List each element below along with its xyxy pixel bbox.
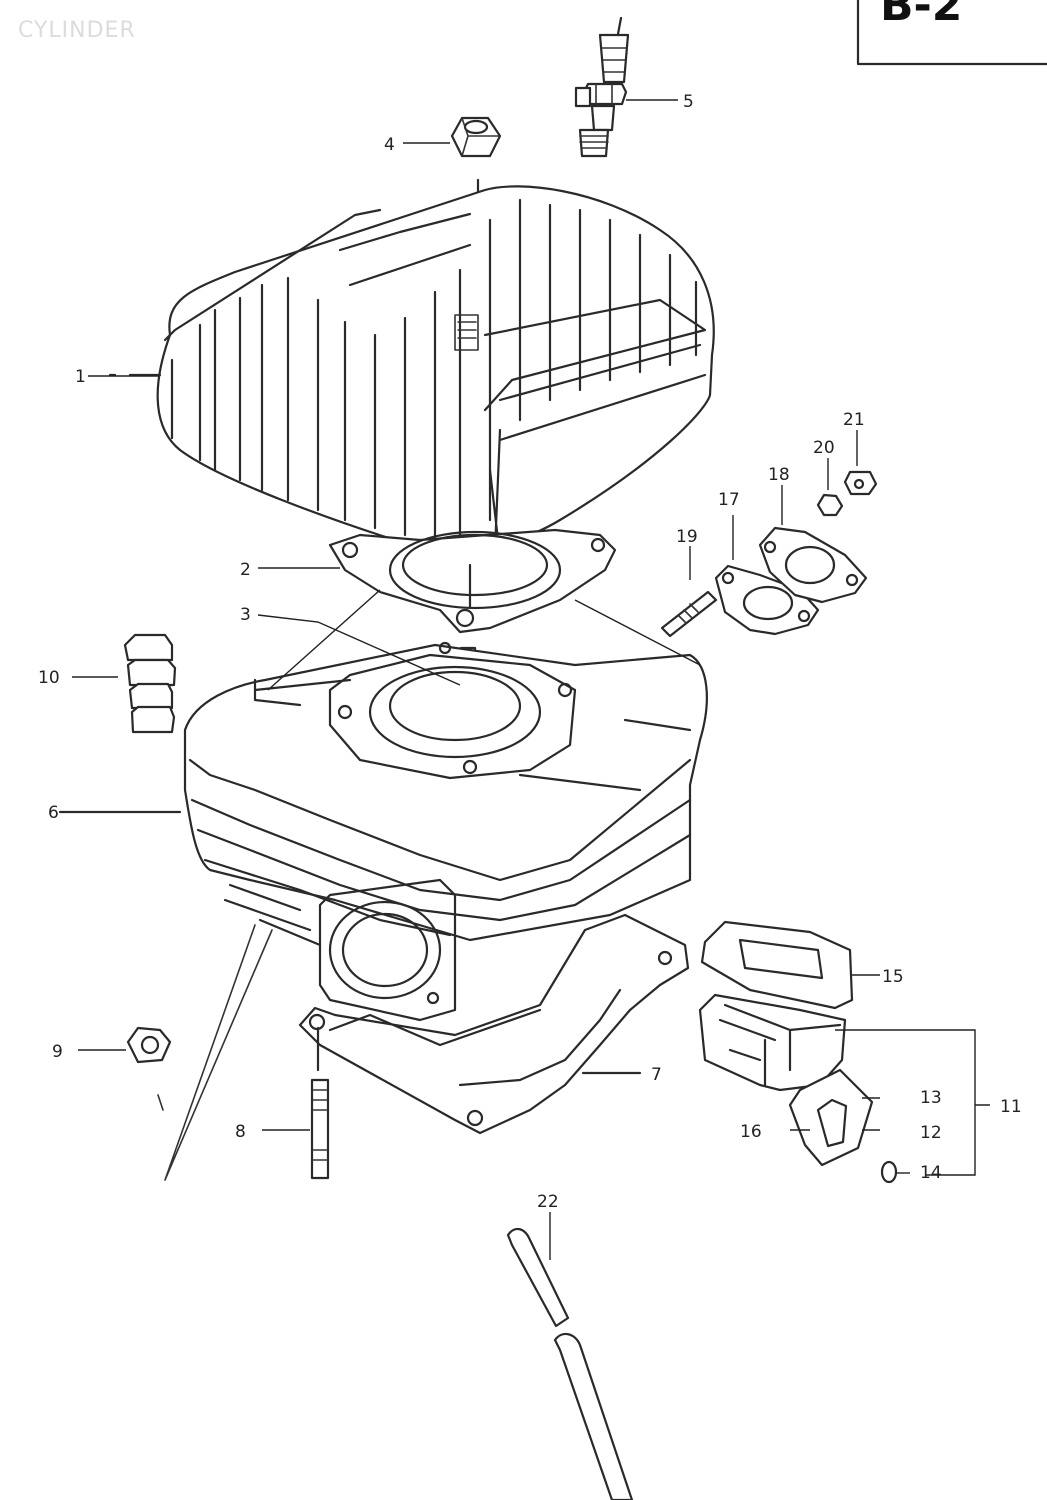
- part-4-cap-nut: [450, 116, 502, 217]
- callout-22: 22: [537, 1192, 559, 1212]
- callout-14: 14: [920, 1163, 942, 1183]
- callout-16: 16: [740, 1122, 762, 1142]
- sheet-code-box: B-2: [856, 0, 1047, 66]
- diagram-title: CYLINDER: [18, 18, 136, 43]
- part-18-intake-spacer: [758, 485, 868, 604]
- part-1-cylinder-head: [108, 185, 715, 552]
- callout-15: 15: [882, 967, 904, 987]
- callout-19: 19: [676, 527, 698, 547]
- callout-13: 13: [920, 1088, 942, 1108]
- part-10-damper-rubbers: [72, 633, 177, 734]
- part-19-intake-stud: [660, 546, 718, 638]
- callout-1: 1: [75, 367, 86, 387]
- part-6-cylinder-block: [58, 641, 708, 1022]
- sheet-code: B-2: [880, 0, 962, 31]
- callout-6: 6: [48, 803, 59, 823]
- callout-3: 3: [240, 605, 251, 625]
- callout-2: 2: [240, 560, 251, 580]
- part-21-nut: [843, 430, 878, 496]
- callout-18: 18: [768, 465, 790, 485]
- part-8-base-stud: [262, 1078, 330, 1180]
- callout-10: 10: [38, 668, 60, 688]
- callout-17: 17: [718, 490, 740, 510]
- callout-11: 11: [1000, 1097, 1022, 1117]
- part-22-hose: [506, 1212, 634, 1500]
- part-20-washer: [816, 458, 844, 517]
- callout-12: 12: [920, 1123, 942, 1143]
- callout-21: 21: [843, 410, 865, 430]
- part-5-spark-plug: [574, 16, 630, 158]
- callout-5: 5: [683, 92, 694, 112]
- part-17-intake-gasket: [714, 515, 820, 636]
- callout-leaders: [88, 99, 701, 691]
- part-2-head-gasket: [328, 528, 617, 634]
- callout-labels: 1 2 3 4 5 6 7 8 9 10 11 12 13 14 15 16 1…: [38, 92, 1022, 1212]
- callout-9: 9: [52, 1042, 63, 1062]
- part-9-base-nut: [78, 924, 273, 1181]
- part-7-base-gasket: [298, 913, 690, 1135]
- part-11-reed-valve-assembly: [698, 993, 990, 1184]
- callout-4: 4: [384, 135, 395, 155]
- callout-7: 7: [651, 1065, 662, 1085]
- part-15-reed-gasket: [700, 920, 880, 1010]
- callout-8: 8: [235, 1122, 246, 1142]
- callout-20: 20: [813, 438, 835, 458]
